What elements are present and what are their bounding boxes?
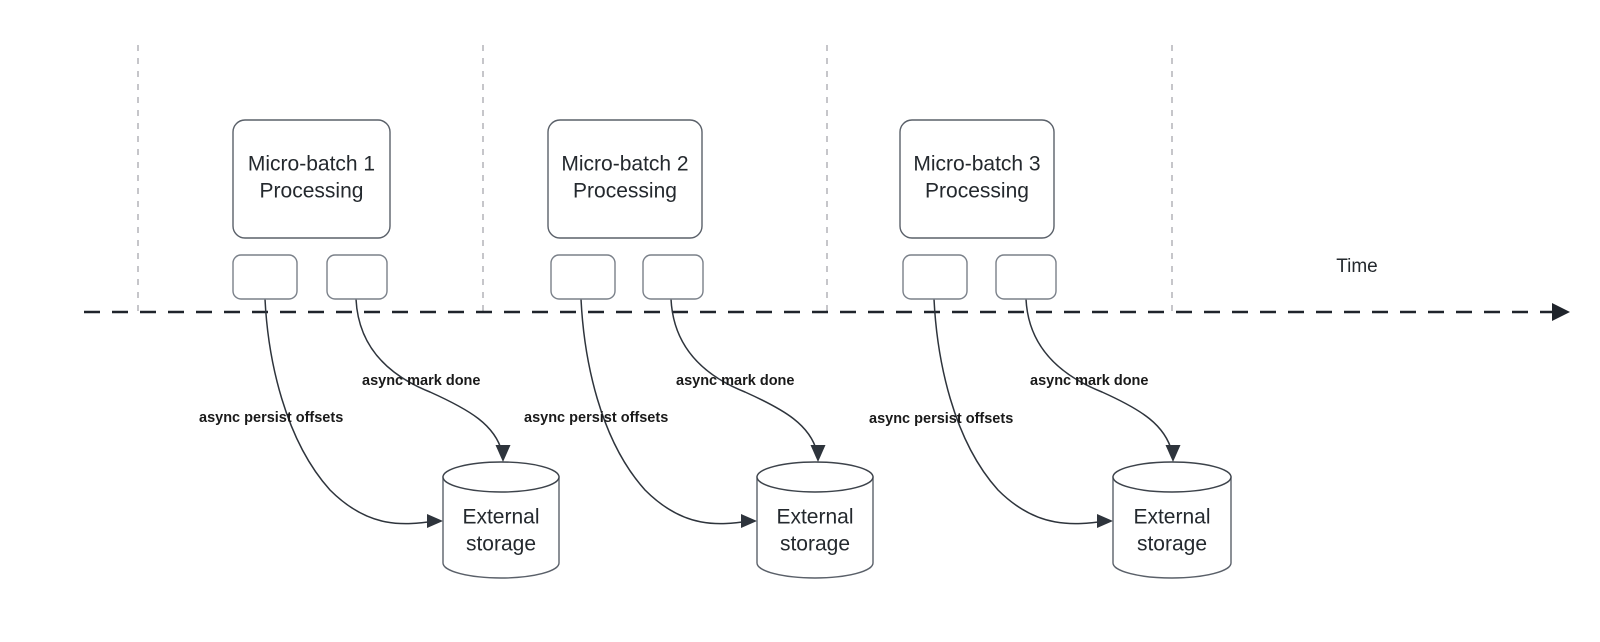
micro-batch-3-task-box-left[interactable] (902, 254, 968, 300)
edge-async-persist-offsets-3-label: async persist offsets (869, 411, 1013, 427)
external-storage-1-label-line1: External (462, 506, 539, 529)
external-storage-1-body[interactable] (442, 476, 560, 579)
edge-async-mark-done-1-arrowhead (495, 445, 511, 462)
edge-async-persist-offsets-2-label: async persist offsets (524, 410, 668, 426)
micro-batch-3-task-box-right[interactable] (995, 254, 1057, 300)
edge-async-mark-done-1-label: async mark done (362, 373, 480, 389)
external-storage-3-label-line2: storage (1137, 533, 1207, 556)
edge-async-persist-offsets-1-label: async persist offsets (199, 410, 343, 426)
external-storage-1-top (442, 461, 560, 493)
edge-async-persist-offsets-3-arrowhead (1097, 514, 1113, 528)
edge-async-persist-offsets-2 (580, 298, 752, 525)
flow-edges-group (264, 298, 1181, 528)
micro-batch-2-box[interactable] (547, 119, 703, 239)
timeline-group: Time (84, 256, 1570, 321)
time-axis-label: Time (1336, 256, 1378, 277)
external-storage-2-label-line2: storage (780, 533, 850, 556)
micro-batch-2-task-box-left[interactable] (550, 254, 616, 300)
micro-batch-2-task-box-right[interactable] (642, 254, 704, 300)
external-storage-2-body[interactable] (756, 476, 874, 579)
timeline-arrowhead (1552, 303, 1570, 321)
external-storage-2-top (756, 461, 874, 493)
micro-batch-1-label-line1: Micro-batch 1 (248, 153, 375, 176)
micro-batch-2-label-line1: Micro-batch 2 (561, 153, 688, 176)
external-storage-3-top (1112, 461, 1232, 493)
micro-batch-3-label-line2: Processing (925, 180, 1029, 203)
edge-async-persist-offsets-1-arrowhead (427, 514, 443, 528)
edge-async-mark-done-1 (355, 298, 503, 453)
external-storage-1-label-line2: storage (466, 533, 536, 556)
edge-async-mark-done-3-arrowhead (1165, 445, 1181, 462)
external-storage-2-label-line1: External (776, 506, 853, 529)
edge-async-persist-offsets-3 (933, 298, 1108, 525)
micro-batch-3-label-line1: Micro-batch 3 (913, 153, 1040, 176)
edge-async-persist-offsets-2-arrowhead (741, 514, 757, 528)
micro-batch-2-label-line2: Processing (573, 180, 677, 203)
micro-batch-1-task-box-right[interactable] (326, 254, 388, 300)
micro-batch-1-label-line2: Processing (260, 180, 364, 203)
external-storage-3-label-line1: External (1133, 506, 1210, 529)
micro-batch-3-box[interactable] (899, 119, 1055, 239)
timeline-tick-group (137, 45, 1173, 312)
edge-async-mark-done-3 (1025, 298, 1173, 453)
edge-async-mark-done-2-label: async mark done (676, 373, 794, 389)
micro-batch-1-task-box-left[interactable] (232, 254, 298, 300)
edge-async-mark-done-3-label: async mark done (1030, 373, 1148, 389)
edge-labels-group: async persist offsets async mark done asyn… (199, 373, 1148, 427)
edge-async-mark-done-2 (670, 298, 818, 453)
external-storage-3-body[interactable] (1112, 476, 1232, 579)
edge-async-mark-done-2-arrowhead (810, 445, 826, 462)
micro-batch-1-box[interactable] (232, 119, 391, 239)
edge-async-persist-offsets-1 (264, 298, 438, 525)
